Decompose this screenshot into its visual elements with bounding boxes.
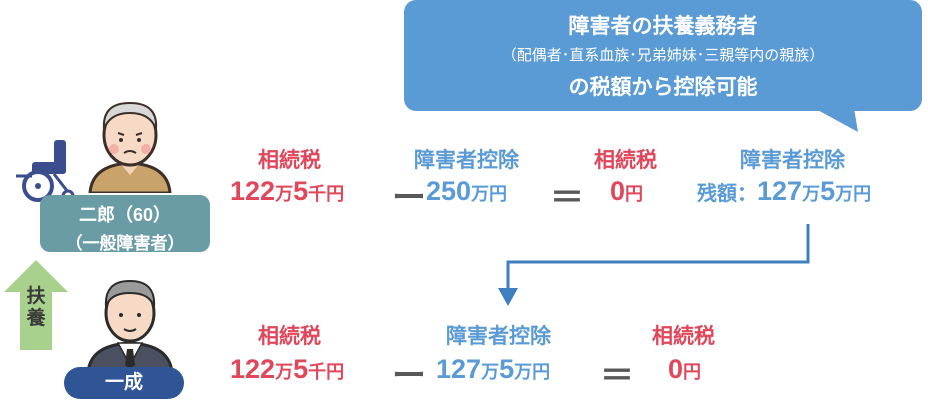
row1-remain-label: 障害者控除 [740, 149, 845, 172]
row2-result-label: 相続税 [652, 325, 715, 348]
elderly-man-avatar [88, 101, 172, 193]
row2-result-amount: 0円 [668, 354, 702, 384]
row1-deduction-amount: 250万円 [426, 176, 508, 206]
row2-tax-amount: 122万5千円 [230, 354, 345, 384]
bubble-subtitle: （配偶者･直系血族･兄弟姉妹･三親等内の親族） [501, 47, 825, 64]
row2-deduction-amount: 127万5万円 [436, 354, 551, 384]
row1-minus-sign: ー [392, 179, 426, 217]
carryover-arrow [498, 224, 810, 306]
person-name: 二郎（60） [78, 205, 172, 225]
row2-tax-label: 相続税 [258, 325, 321, 348]
bubble-title: 障害者の扶養義務者 [568, 15, 758, 38]
row1-deduction-label: 障害者控除 [414, 149, 519, 172]
person-status: （一般障害者） [65, 234, 185, 253]
row1-tax-label: 相続税 [258, 149, 321, 172]
row2-deduction-label: 障害者控除 [446, 325, 551, 348]
wheelchair-icon [16, 140, 75, 203]
person-tag-issei: 一成 [64, 367, 184, 399]
support-label: 扶養 [26, 286, 46, 329]
row2-equals-sign: ＝ [600, 357, 634, 395]
row1-equals-sign: ＝ [550, 179, 584, 217]
row1-tax-amount: 122万5千円 [230, 176, 345, 206]
row1-remain-amount: 残額：127万5万円 [697, 176, 872, 206]
row2-minus-sign: ー [392, 357, 426, 395]
person-tag-jiro: 二郎（60） （一般障害者） [40, 195, 210, 253]
info-bubble: 障害者の扶養義務者 （配偶者･直系血族･兄弟姉妹･三親等内の親族） の税額から控… [404, 0, 922, 132]
row1-result-label: 相続税 [594, 149, 657, 172]
man-in-suit-avatar [86, 279, 174, 373]
row1-result-amount: 0円 [610, 176, 644, 206]
bubble-footer: の税額から控除可能 [568, 76, 758, 99]
support-up-arrow-icon [4, 260, 68, 350]
bubble-tail [814, 108, 858, 132]
